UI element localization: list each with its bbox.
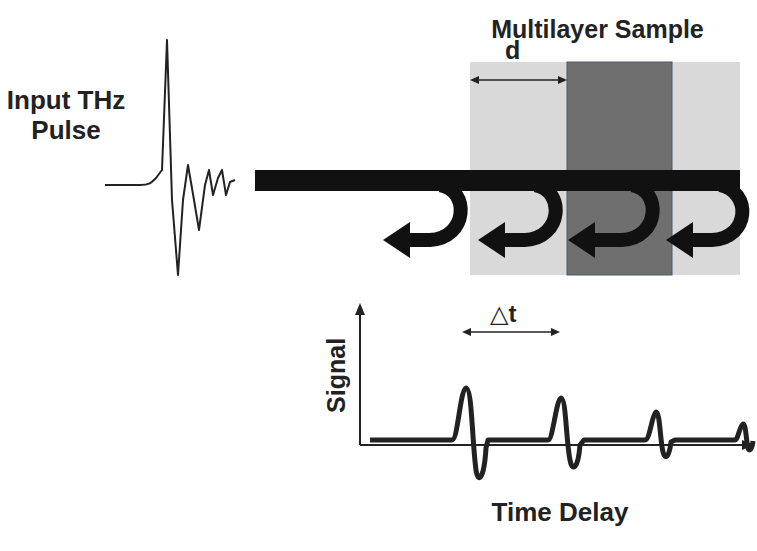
- dimension-label: d: [505, 36, 520, 65]
- delta-t-label: △t: [490, 300, 516, 328]
- arrow-heads: [383, 222, 693, 258]
- beam-bar: [255, 170, 740, 191]
- sample-dark-layer: [567, 62, 672, 275]
- axis-label: Signal: [323, 337, 352, 412]
- axis-label: Time Delay: [492, 498, 629, 528]
- dimension-arrow: [470, 76, 567, 84]
- thz-pulse: [105, 40, 235, 275]
- pulse-label: Input THz Pulse: [3, 86, 129, 146]
- sample-heading: Multilayer Sample: [445, 14, 750, 44]
- delta-t-arrow: [462, 328, 560, 336]
- sample-region: Multilayer Sample: [445, 14, 750, 275]
- signal-trace: [370, 388, 753, 478]
